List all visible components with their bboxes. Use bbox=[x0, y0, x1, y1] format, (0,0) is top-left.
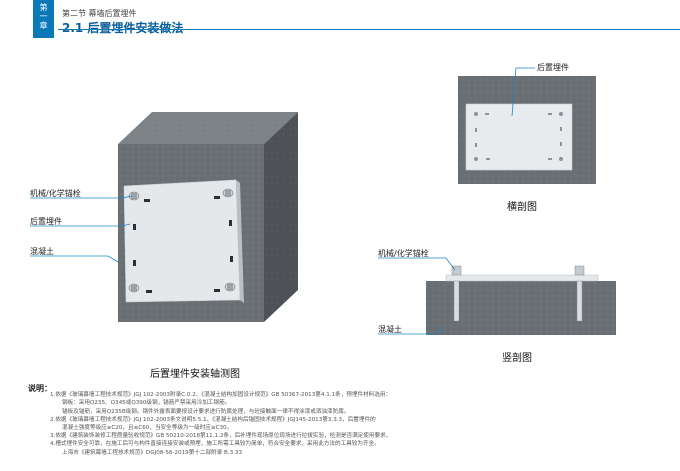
chapter-tab-char: 一 bbox=[39, 12, 48, 21]
anchor-bolt-right bbox=[574, 265, 585, 322]
anchor-bolt-left bbox=[451, 265, 462, 322]
label-vertical-anchor-bolt: 机械/化学锚栓 bbox=[378, 249, 429, 258]
caption-vertical-section: 竖剖图 bbox=[502, 353, 532, 364]
cross-section-leader bbox=[511, 67, 535, 117]
anchor-bolt bbox=[128, 283, 140, 293]
note-line: 上海市《建筑幕墙工程技术规范》DGJ08-56-2019第十二部附录 B.3.3… bbox=[62, 450, 243, 456]
caption-cross-section: 横剖图 bbox=[507, 202, 537, 213]
plate-edge bbox=[236, 180, 244, 303]
chapter-tab-char: 第 bbox=[39, 3, 48, 12]
note-line: 混凝土强度等级应≥C20，且≤C60，当安全等级为一级时应≥C30。 bbox=[62, 425, 233, 431]
notes-heading: 说明： bbox=[28, 384, 52, 393]
vertical-section-leaders bbox=[378, 257, 456, 335]
page-title: 2.1 后置埋件安装做法 bbox=[62, 21, 184, 35]
block-top-face bbox=[118, 112, 298, 144]
label-vertical-concrete: 混凝土 bbox=[378, 325, 402, 334]
vertical-section-figure bbox=[378, 257, 616, 335]
label-embedded-part: 后置埋件 bbox=[30, 217, 62, 226]
axonometric-leaders bbox=[30, 195, 133, 263]
note-line: 锚板及锚筋，采用Q235B级钢。钢件外露表面要按设计要求进行防腐处理，与砼接触面… bbox=[62, 409, 350, 415]
section-title: 第二节 幕墙后置埋件 bbox=[62, 9, 137, 18]
chapter-tab: 第 一 章 bbox=[33, 0, 54, 38]
vertical-section-plate bbox=[445, 274, 599, 282]
label-anchor-bolt: 机械/化学锚栓 bbox=[30, 189, 81, 198]
anchor-bolt bbox=[128, 191, 140, 201]
header-divider bbox=[58, 29, 680, 30]
note-line: 1.依据《玻璃幕墙工程技术规范》JGJ 102-2003附录C.0.2、《混凝土… bbox=[50, 392, 392, 398]
anchor-bolt bbox=[224, 282, 236, 292]
note-line: 4.槽式埋件安全可靠，在施工后可与构件直接连接安装或预埋，施工所需工具较为简单，… bbox=[50, 441, 380, 447]
note-line: 2.依据《玻璃幕墙工程技术规范》JGJ 102-2003条文说明5.5.1、《混… bbox=[50, 417, 376, 423]
chapter-tab-char: 章 bbox=[39, 21, 48, 30]
cross-section-bolts bbox=[474, 112, 563, 161]
caption-axonometric: 后置埋件安装轴测图 bbox=[150, 369, 240, 380]
plate-face bbox=[123, 179, 241, 303]
label-cross-embedded-part: 后置埋件 bbox=[537, 63, 569, 72]
label-concrete: 混凝土 bbox=[30, 247, 54, 256]
anchor-bolt bbox=[222, 188, 234, 198]
embedded-plate-axonometric bbox=[123, 179, 244, 303]
block-side-face bbox=[264, 112, 298, 322]
cross-section-plate bbox=[465, 103, 573, 171]
plate-slots bbox=[133, 196, 233, 293]
note-line: 3.依据《建筑装饰装修工程质量验收规范》GB 50210-2018第11.1.2… bbox=[50, 433, 392, 439]
cross-section-figure bbox=[458, 67, 596, 184]
note-line: 钢板：采用Q235、Q345或Q390级钢，锚筋严禁采用冷加工钢筋。 bbox=[62, 400, 231, 406]
